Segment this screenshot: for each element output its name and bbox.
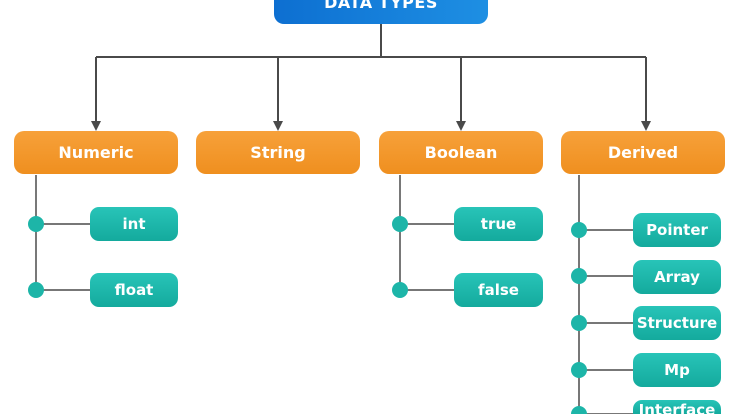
category-node-numeric: Numeric: [14, 131, 178, 174]
derived-dot-mp: [571, 362, 587, 378]
leaf-label-array: Array: [654, 268, 700, 286]
derived-dot-pointer: [571, 222, 587, 238]
leaf-node-int: int: [90, 207, 178, 241]
leaf-node-structure: Structure: [633, 306, 721, 340]
category-node-boolean: Boolean: [379, 131, 543, 174]
leaf-node-array: Array: [633, 260, 721, 294]
leaf-label-pointer: Pointer: [646, 221, 708, 239]
leaf-node-pointer: Pointer: [633, 213, 721, 247]
leaf-label-float: float: [114, 281, 154, 299]
leaf-node-false: false: [454, 273, 543, 307]
leaf-node-float: float: [90, 273, 178, 307]
numeric-dot-int: [28, 216, 44, 232]
leaf-node-true: true: [454, 207, 543, 241]
derived-dot-interface: [571, 406, 587, 414]
category-label-boolean: Boolean: [424, 143, 498, 162]
root-node: DATA TYPES: [274, 0, 488, 24]
leaf-node-interface: Interface: [633, 400, 721, 414]
leaf-label-interface: Interface: [638, 401, 716, 414]
leaf-label-false: false: [478, 281, 519, 299]
leaf-label-true: true: [480, 215, 517, 233]
category-label-numeric: Numeric: [58, 143, 134, 162]
leaf-label-mp: Mp: [664, 361, 690, 379]
category-node-derived: Derived: [561, 131, 725, 174]
leaf-label-structure: Structure: [636, 314, 718, 332]
root-node-label: DATA TYPES: [324, 0, 438, 12]
leaf-label-int: int: [122, 215, 146, 233]
derived-dot-array: [571, 268, 587, 284]
category-node-string: String: [196, 131, 360, 174]
category-label-string: String: [250, 143, 306, 162]
derived-dot-structure: [571, 315, 587, 331]
boolean-dot-true: [392, 216, 408, 232]
leaf-node-mp: Mp: [633, 353, 721, 387]
numeric-dot-float: [28, 282, 44, 298]
boolean-dot-false: [392, 282, 408, 298]
category-label-derived: Derived: [607, 143, 679, 162]
